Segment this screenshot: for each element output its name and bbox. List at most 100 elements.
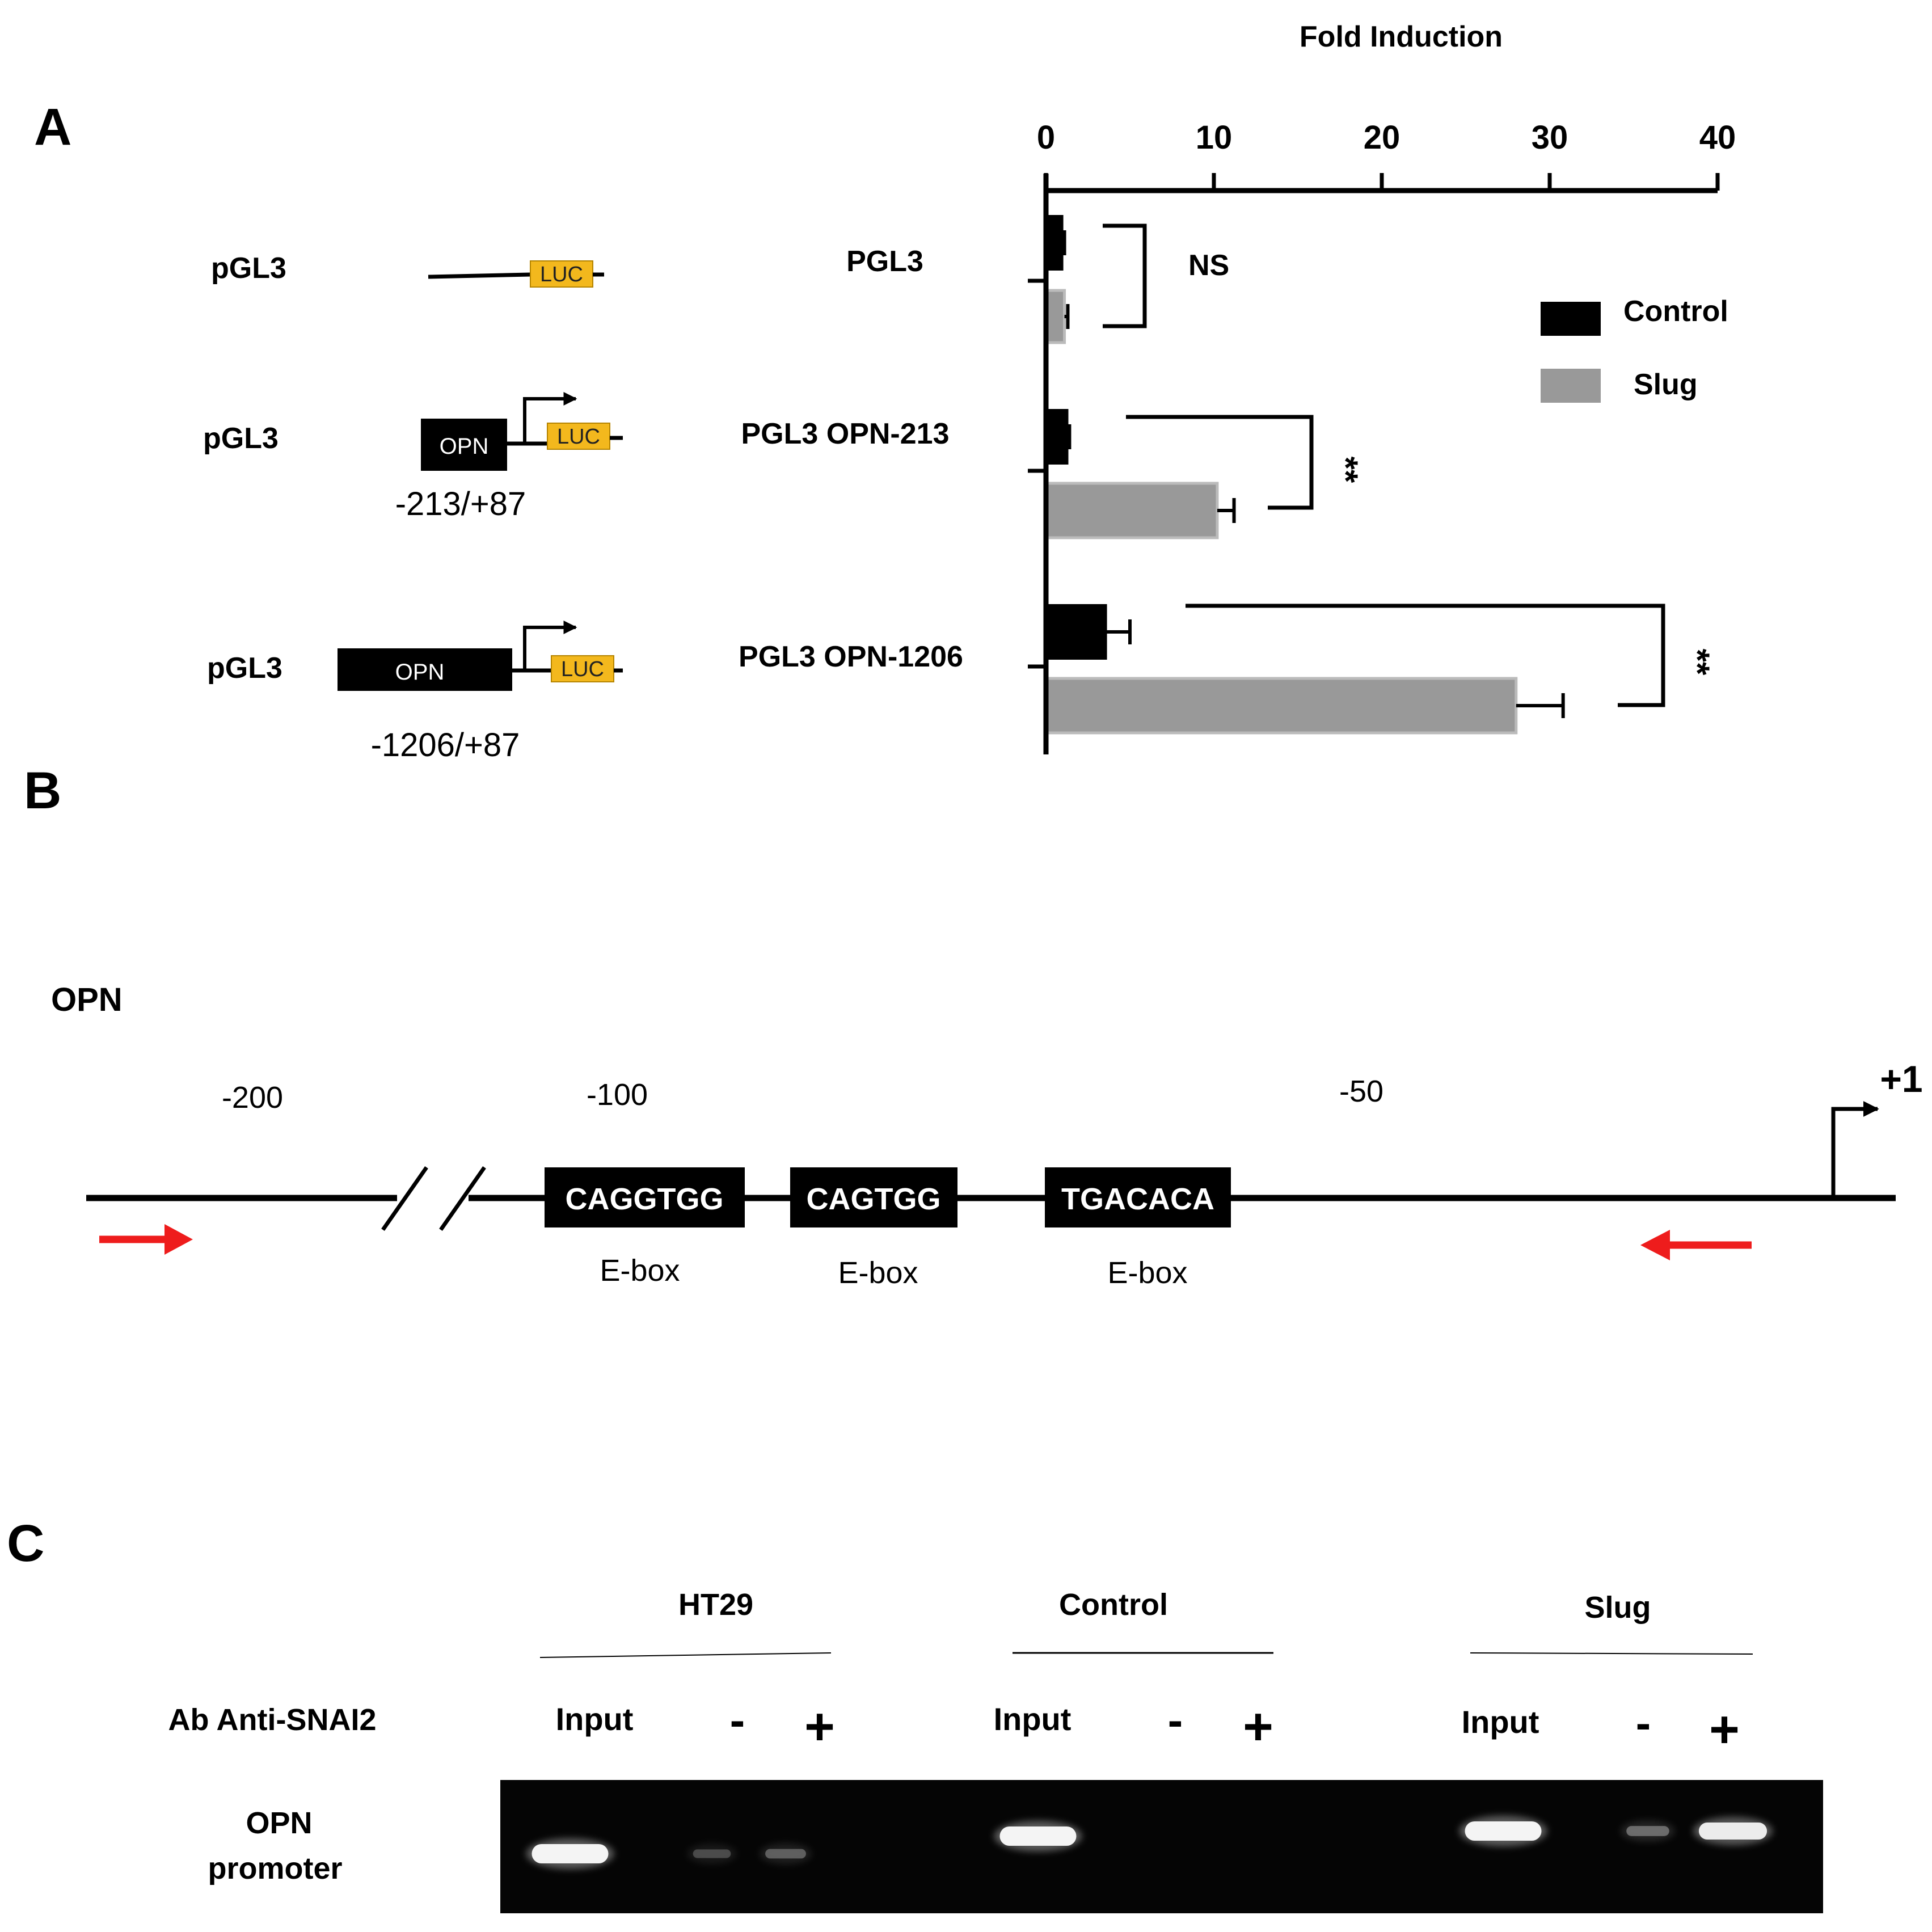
gel-bands [526, 1816, 1773, 1869]
luc-box [530, 260, 593, 288]
gel-band [999, 1826, 1077, 1846]
category-label: PGL3 OPN-1206 [739, 640, 963, 673]
x-tick-label: 0 [1037, 119, 1055, 156]
significance-label: ** [1678, 649, 1716, 676]
lane-label-input: Input [1462, 1704, 1539, 1740]
construct-opn-213: pGL3 OPN LUC -213/+87 [203, 392, 623, 522]
gel-band-glow [687, 1844, 737, 1864]
gel-band [1465, 1821, 1542, 1841]
gel-band [1698, 1823, 1768, 1840]
tss-arrow-icon [523, 621, 577, 670]
ebox-label: E-box [1107, 1256, 1187, 1290]
construct-pgl3: pGL3 LUC [211, 252, 604, 288]
group-label-ht29: HT29 [678, 1588, 753, 1622]
position-label: -50 [1339, 1074, 1383, 1108]
gel-band-glow [760, 1843, 812, 1864]
reverse-primer-arrow-icon [1640, 1230, 1752, 1260]
forward-primer-arrow-icon [99, 1224, 193, 1255]
category-label: PGL3 OPN-213 [741, 417, 949, 450]
significance-bracket [1126, 415, 1314, 510]
ebox-box [545, 1167, 745, 1227]
x-tick-label: 20 [1364, 119, 1401, 156]
category-label: PGL3 [846, 245, 923, 278]
legend-swatch-control [1541, 302, 1601, 336]
gel-band [693, 1849, 731, 1858]
x-tick-label: 40 [1699, 119, 1736, 156]
bar-control [1045, 215, 1064, 271]
chart-title: Fold Induction [1300, 20, 1503, 53]
position-label: -100 [587, 1078, 648, 1112]
bar-slug [1044, 482, 1219, 539]
construct-backbone-line [428, 272, 531, 279]
lane-label-minus: - [1636, 1698, 1651, 1748]
construct-vector-label: pGL3 [207, 652, 282, 685]
x-tick-label: 10 [1196, 119, 1233, 156]
opn-promoter-box [338, 648, 512, 691]
luc-label: LUC [561, 657, 604, 681]
x-axis-ticks: 0 10 20 30 40 [1037, 119, 1736, 191]
construct-vector-label: pGL3 [203, 422, 279, 455]
bar-control [1045, 409, 1069, 465]
ebox-label: E-box [838, 1256, 918, 1290]
lane-label-plus: + [804, 1698, 835, 1756]
opn-box-label: OPN [440, 434, 489, 459]
group-label-control: Control [1059, 1588, 1168, 1622]
ebox-box [790, 1167, 957, 1227]
break-mark [439, 1166, 486, 1231]
construct-vector-label: pGL3 [211, 252, 286, 285]
ebox-sequence: CAGTGG [807, 1182, 941, 1216]
significance-label: NS [1188, 249, 1229, 282]
promoter-map: CAGGTGG E-box CAGTGG E-box TGACACA E-box [86, 1101, 1896, 1290]
gel-band-glow [1621, 1820, 1675, 1842]
tss-label: +1 [1880, 1058, 1922, 1100]
panel-c-letter: C [7, 1515, 44, 1572]
luc-box [551, 655, 614, 682]
bars [1044, 215, 1565, 735]
chart-legend: Control Slug [1541, 295, 1728, 403]
gel-band [1626, 1826, 1669, 1836]
lane-label-input: Input [994, 1701, 1072, 1737]
opn-promoter-box [421, 419, 507, 471]
group-label-slug: Slug [1585, 1591, 1651, 1625]
ebox-sequence: TGACACA [1061, 1182, 1214, 1216]
bar-control [1045, 604, 1107, 660]
group-underline [1470, 1652, 1753, 1655]
group-underline [539, 1652, 832, 1658]
x-tick-label: 30 [1532, 119, 1568, 156]
bar-slug [1044, 289, 1066, 344]
gel-label-line1: OPN [246, 1806, 312, 1840]
gene-label: OPN [51, 981, 123, 1018]
lane-label-plus: + [1243, 1698, 1273, 1756]
construct-range-label: -1206/+87 [371, 727, 520, 763]
legend-label-slug: Slug [1634, 368, 1698, 401]
ebox-box [1045, 1167, 1231, 1227]
antibody-row-label: Ab Anti-SNAI2 [168, 1703, 377, 1737]
lane-labels-slug: Input - + [1462, 1698, 1740, 1758]
legend-label-control: Control [1623, 295, 1728, 328]
ebox-sequence: CAGGTGG [566, 1182, 724, 1216]
lane-labels-control: Input - + [994, 1695, 1273, 1756]
gel-band [531, 1844, 609, 1863]
significance-label: ** [1327, 457, 1365, 483]
legend-swatch-slug [1541, 369, 1601, 403]
construct-opn-1206: pGL3 OPN LUC -1206/+87 [207, 621, 623, 763]
ebox-label: E-box [600, 1254, 680, 1288]
construct-range-label: -213/+87 [395, 486, 526, 522]
position-label: -200 [222, 1081, 283, 1115]
lane-label-minus: - [730, 1695, 745, 1745]
tss-arrow-icon [1831, 1101, 1879, 1198]
lane-label-input: Input [556, 1701, 634, 1737]
significance-bracket [1186, 604, 1665, 707]
panel-b-letter: B [24, 762, 61, 820]
break-mark [381, 1166, 428, 1231]
significance-bracket [1103, 223, 1147, 328]
lane-label-minus: - [1168, 1695, 1183, 1745]
gel-band [765, 1849, 806, 1859]
luc-label: LUC [540, 263, 583, 286]
panel-a-letter: A [34, 98, 71, 156]
luc-label: LUC [557, 425, 600, 449]
opn-box-label: OPN [395, 660, 445, 685]
